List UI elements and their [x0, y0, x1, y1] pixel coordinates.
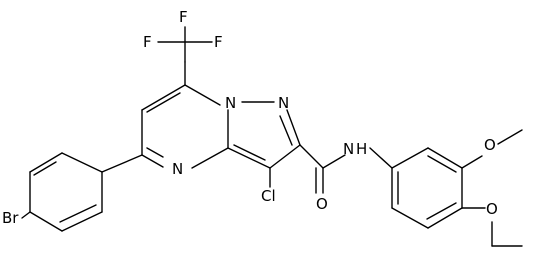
- bond: [101, 154, 143, 173]
- dimethoxyphenyl-ring: [391, 147, 463, 229]
- bromine-atom: Br: [2, 209, 19, 227]
- bromophenyl-ring: [21, 152, 143, 232]
- amide-nitrogen-atom: N: [343, 140, 354, 158]
- bond: [61, 152, 103, 173]
- amide-oxygen-atom: O: [316, 195, 328, 213]
- bond: [299, 144, 324, 169]
- bond: [427, 207, 463, 229]
- bond: [184, 84, 221, 106]
- fluorine-atom-left: F: [143, 33, 152, 51]
- bond: [29, 152, 63, 173]
- bond: [426, 202, 457, 220]
- bond: [146, 147, 164, 158]
- bond: [497, 129, 523, 145]
- nitrogen-atom-bridge: N: [225, 94, 236, 112]
- bond: [279, 115, 293, 146]
- bond: [427, 147, 463, 169]
- bond: [21, 211, 31, 219]
- pyrazole-ring: [227, 101, 301, 169]
- bond: [29, 211, 63, 232]
- bond: [146, 92, 181, 113]
- bond: [233, 144, 266, 161]
- pyrimidine-ring: [141, 84, 229, 169]
- bond: [269, 144, 301, 169]
- fluorine-atom-right: F: [214, 33, 223, 51]
- bond: [59, 204, 97, 223]
- bond: [141, 84, 186, 111]
- nitrogen-atom-pyrimidine: N: [172, 160, 183, 178]
- bond: [286, 109, 301, 146]
- bond: [369, 147, 393, 169]
- nitrogen-atom-pyrazole: N: [278, 94, 289, 112]
- bond: [227, 147, 271, 169]
- bond: [427, 155, 457, 173]
- amide-hydrogen-atom: H: [356, 140, 367, 158]
- bond: [33, 161, 57, 176]
- fluorine-atom-top: F: [179, 8, 188, 26]
- bond: [391, 207, 429, 229]
- methoxy-groups: [461, 129, 523, 247]
- amide-group: [299, 144, 393, 194]
- bond: [391, 147, 429, 169]
- methoxy-oxygen-upper: O: [484, 136, 496, 154]
- bond: [141, 154, 164, 168]
- bond: [61, 211, 103, 232]
- bond: [191, 147, 229, 169]
- bond: [322, 154, 346, 169]
- bond: [461, 155, 483, 169]
- methoxy-oxygen-lower: O: [486, 200, 498, 218]
- trifluoromethyl-group: [157, 26, 213, 86]
- chlorine-atom: Cl: [261, 187, 276, 205]
